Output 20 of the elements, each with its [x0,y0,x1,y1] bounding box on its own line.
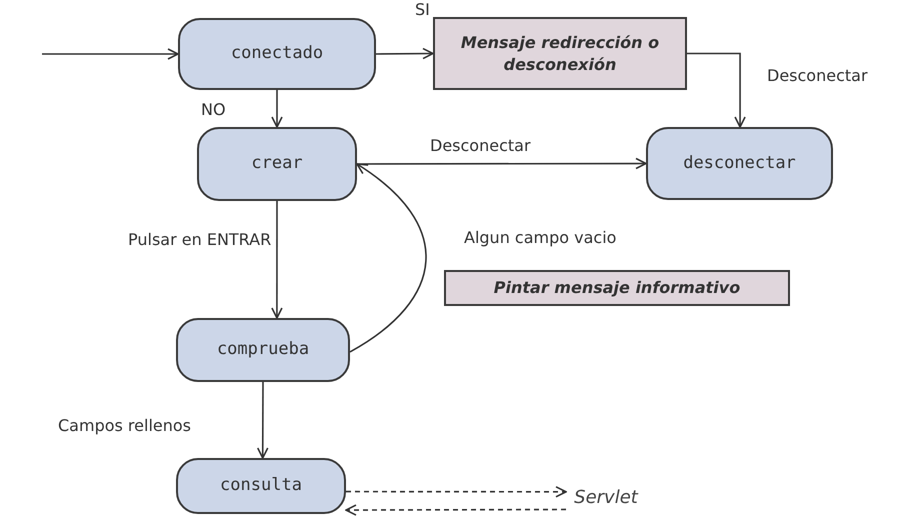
state-box: comprueba [176,318,350,382]
arrow [357,158,647,170]
arrow [256,382,269,459]
state-box: consulta [176,458,346,514]
arrow [350,163,427,353]
edge-label: Campos rellenos [56,416,193,437]
arrow [42,48,179,60]
arrow [345,504,566,516]
state-box: crear [197,127,357,201]
arrow [271,90,283,128]
edge-label: Algun campo vacio [462,228,618,249]
state-box: desconectar [646,127,833,200]
state-box: conectado [178,18,376,90]
message-box: Mensaje redirección o desconexión [433,17,687,90]
arrow [376,48,434,60]
message-box: Pintar mensaje informativo [444,270,790,306]
node-label: Servlet [566,484,646,510]
arrow [687,52,746,128]
arrow [271,201,283,319]
arrow [346,486,567,498]
